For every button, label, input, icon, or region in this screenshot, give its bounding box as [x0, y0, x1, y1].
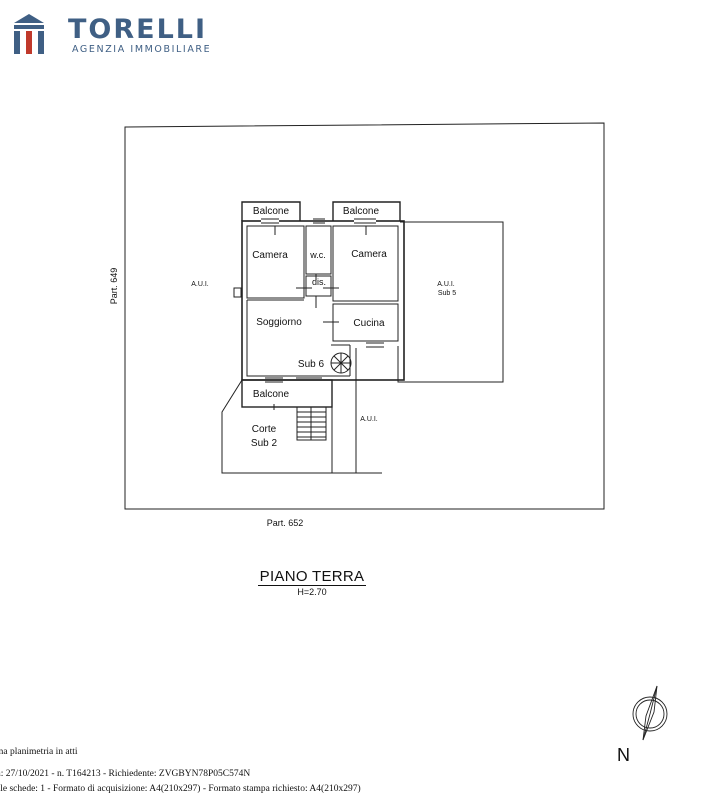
aui-bottom-label: A.U.I.: [360, 416, 378, 423]
room-label-wc: w.c.: [309, 250, 326, 260]
room-label-camera-right: Camera: [351, 249, 387, 260]
corte-outline: [221, 379, 356, 474]
room-label-balcone-top-left: Balcone: [253, 206, 290, 217]
wc-outline: [305, 225, 332, 275]
balcone-bottom-outline: [241, 379, 333, 408]
aui-right-sub-label: Sub 5: [438, 290, 456, 297]
room-label-corte: Corte: [252, 424, 277, 435]
brand-name: TORELLI: [68, 14, 208, 45]
parcel-boundary: [124, 122, 605, 510]
parcel-bottom-label: Part. 652: [267, 518, 304, 528]
aui-right-label: A.U.I.: [437, 281, 455, 288]
plan-title: PIANO TERRA: [257, 568, 367, 586]
room-label-soggiorno: Soggiorno: [256, 317, 302, 328]
room-label-corte-sub: Sub 2: [251, 438, 278, 449]
camera-right-outline: [332, 225, 399, 302]
room-label-cucina: Cucina: [353, 318, 385, 329]
brand-logo: TORELLI AGENZIA IMMOBILIARE: [12, 14, 212, 58]
plan-height: H=2.70: [297, 587, 327, 597]
room-label-balcone-bottom: Balcone: [253, 389, 290, 400]
torelli-logo-icon: [14, 14, 44, 54]
room-label-dis: dis.: [312, 277, 326, 287]
balcone-top-left-outline: [241, 201, 301, 221]
room-label-sub6: Sub 6: [298, 359, 325, 370]
brand-subtitle: AGENZIA IMMOBILIARE: [72, 44, 212, 55]
aui-sub5-outline: [397, 221, 504, 383]
room-label-camera-left: Camera: [252, 250, 288, 261]
plan-title-block: PIANO TERRA H=2.70: [254, 568, 370, 597]
soggiorno-outline: [246, 300, 350, 377]
balcone-top-right-outline: [332, 201, 401, 221]
aui-left-label: A.U.I.: [191, 281, 209, 288]
parcel-left-label: Part. 649: [109, 268, 119, 305]
compass-icon: [632, 685, 668, 741]
camera-left-outline: [246, 225, 305, 299]
dis-outline: [305, 275, 332, 297]
north-label: N: [617, 745, 630, 765]
room-label-balcone-top-right: Balcone: [343, 206, 380, 217]
